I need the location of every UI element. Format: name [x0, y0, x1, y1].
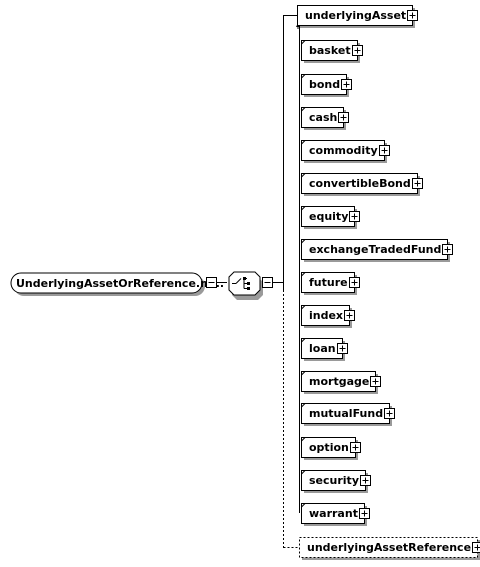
plus-box-icon[interactable]	[370, 376, 381, 387]
plus-box-icon[interactable]	[349, 277, 360, 288]
element-node-basket[interactable]: basket	[301, 40, 363, 64]
plus-box-icon[interactable]	[350, 442, 361, 453]
plus-box-icon[interactable]	[344, 310, 355, 321]
element-node-cash[interactable]: cash	[301, 107, 349, 131]
plus-box-icon[interactable]	[472, 542, 480, 553]
plus-box-icon[interactable]	[384, 408, 395, 419]
plus-box-icon[interactable]	[412, 178, 423, 189]
element-node-convertibleBond[interactable]: convertibleBond	[301, 173, 423, 197]
plus-box-icon[interactable]	[338, 112, 349, 123]
element-label: convertibleBond	[309, 177, 411, 190]
minus-box-icon[interactable]	[262, 277, 273, 288]
element-label: mortgage	[309, 375, 369, 388]
element-label: option	[309, 441, 349, 454]
element-label: index	[309, 309, 343, 322]
plus-box-icon[interactable]	[379, 145, 390, 156]
plus-box-icon[interactable]	[352, 45, 363, 56]
element-node-underlyingAssetReference[interactable]: underlyingAssetReference	[283, 537, 480, 561]
element-label: loan	[309, 342, 336, 355]
element-label: underlyingAsset	[305, 9, 406, 22]
element-node-mutualFund[interactable]: mutualFund	[301, 403, 395, 427]
plus-box-icon[interactable]	[349, 211, 360, 222]
element-node-index[interactable]: index	[301, 305, 355, 329]
plus-box-icon[interactable]	[442, 244, 453, 255]
element-node-option[interactable]: option	[301, 437, 361, 461]
element-node-warrant[interactable]: warrant	[301, 503, 370, 527]
plus-box-icon[interactable]	[407, 10, 418, 21]
element-label: commodity	[309, 144, 378, 157]
element-node-loan[interactable]: loan	[301, 338, 348, 362]
element-label: bond	[309, 78, 340, 91]
plus-box-icon[interactable]	[341, 79, 352, 90]
element-label: warrant	[309, 507, 358, 520]
minus-box-icon[interactable]	[206, 277, 217, 288]
element-node-bond[interactable]: bond	[301, 74, 352, 98]
plus-box-icon[interactable]	[360, 475, 371, 486]
element-node-mortgage[interactable]: mortgage	[301, 371, 381, 395]
element-label: exchangeTradedFund	[309, 243, 441, 256]
element-label: underlyingAssetReference	[307, 541, 471, 554]
element-label: basket	[309, 44, 351, 57]
element-label: security	[309, 474, 359, 487]
element-label: mutualFund	[309, 407, 383, 420]
element-label: equity	[309, 210, 348, 223]
plus-box-icon[interactable]	[359, 508, 370, 519]
element-node-equity[interactable]: equity	[301, 206, 360, 230]
element-node-security[interactable]: security	[301, 470, 371, 494]
element-label: cash	[309, 111, 337, 124]
element-node-commodity[interactable]: commodity	[301, 140, 390, 164]
choice-compositor-icon[interactable]	[228, 271, 263, 300]
element-node-underlyingAsset[interactable]: underlyingAsset	[284, 5, 418, 29]
plus-box-icon[interactable]	[337, 343, 348, 354]
element-list: underlyingAsset basket bond cash commodity co…	[283, 5, 480, 561]
group-label: UnderlyingAssetOrReference.m...	[16, 277, 224, 290]
element-node-exchangeTradedFund[interactable]: exchangeTradedFund	[301, 239, 453, 263]
element-label: future	[309, 276, 348, 289]
element-node-future[interactable]: future	[301, 272, 360, 296]
group-node[interactable]: UnderlyingAssetOrReference.m...	[10, 272, 224, 296]
